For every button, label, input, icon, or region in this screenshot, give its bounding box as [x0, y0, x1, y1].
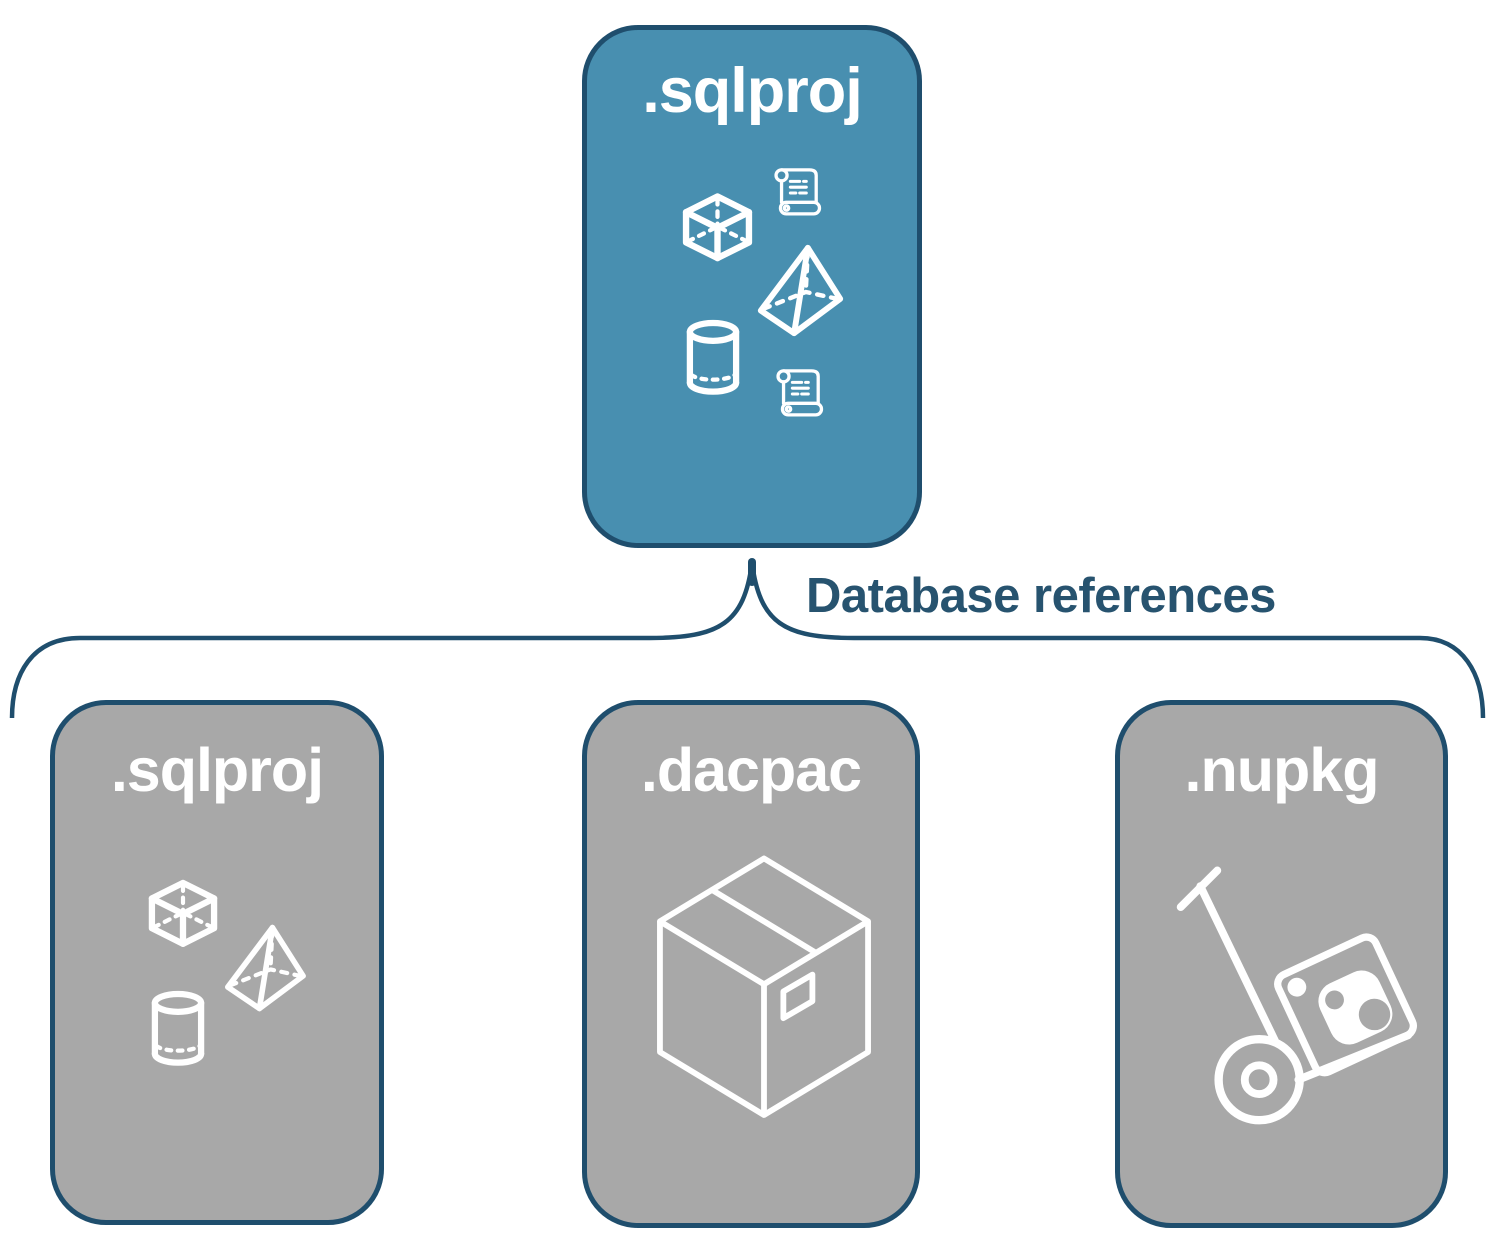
cylinder-icon — [145, 988, 211, 1068]
node-root-title: .sqlproj — [642, 56, 863, 126]
package-box-icon — [643, 845, 885, 1126]
node-child-title: .sqlproj — [110, 736, 324, 804]
node-child-nupkg: .nupkg — [1115, 700, 1448, 1228]
pyramid-icon — [747, 242, 853, 340]
hand-truck-icon — [1170, 860, 1432, 1132]
node-child-title: .nupkg — [1184, 736, 1380, 804]
pyramid-icon — [215, 922, 315, 1015]
connector-label: Database references — [806, 569, 1276, 623]
node-child-dacpac: .dacpac — [582, 700, 920, 1228]
cylinder-icon — [680, 318, 746, 396]
node-root-sqlproj: .sqlproj — [582, 25, 922, 548]
scroll-icon — [776, 369, 824, 417]
scroll-icon — [774, 168, 822, 216]
node-child-title: .dacpac — [640, 736, 862, 804]
node-child-sqlproj: .sqlproj — [50, 700, 384, 1225]
cube-icon — [140, 877, 226, 961]
